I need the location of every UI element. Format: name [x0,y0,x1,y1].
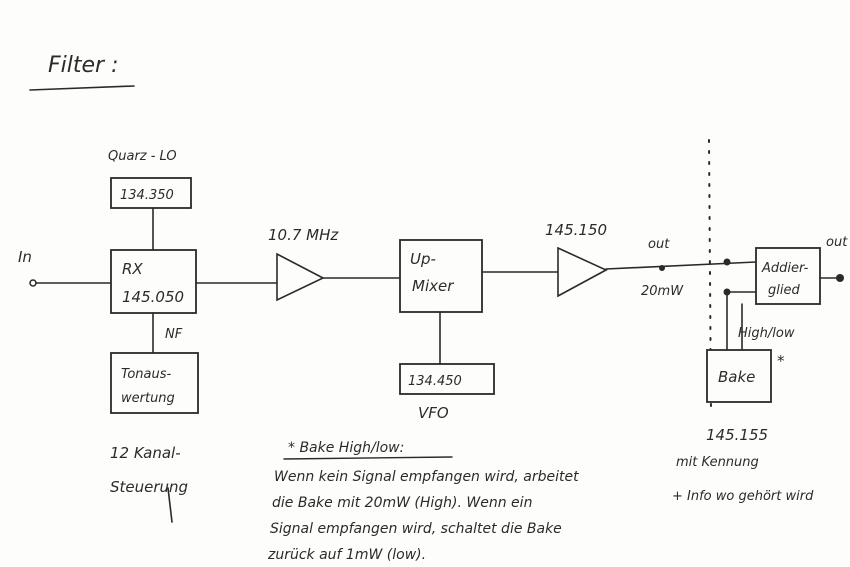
vfo-block [399,363,495,395]
final-out-label: out [826,235,848,250]
rx-label: RX [122,260,143,278]
tone-label-line1: Tonaus- [121,367,172,382]
adder-label-line2: glied [768,283,800,298]
tone-block [110,352,199,414]
adder-block [755,247,821,305]
footnote-heading: * Bake High/low: [288,440,404,456]
adder-input-node-1 [723,258,731,266]
rx-freq-label: 145.050 [122,288,184,306]
vfo-label: VFO [418,404,449,422]
input-label: In [18,248,32,266]
footnote-line-3: Signal empfangen wird, schaltet die Bake [270,521,562,537]
if-freq-label: 10.7 MHz [268,226,339,244]
footnote-line-2: die Bake mit 20mW (High). Wenn ein [272,495,532,511]
rx-block [110,249,197,314]
input-terminal [29,279,37,287]
bake-star-label: * [777,352,785,370]
final-output-node [836,274,844,282]
bake-note-line2: + Info wo gehört wird [672,489,814,504]
title-underline [29,85,135,91]
control-label-line1: 12 Kanal- [110,444,181,462]
if-amplifier [276,252,325,302]
vfo-freq-label: 134.450 [408,374,462,389]
separator-dotted-line [708,139,712,411]
control-stroke [167,487,173,523]
footnote-line-4: zurück auf 1mW (low). [267,547,426,563]
bake-note-line1: mit Kennung [676,455,759,470]
footnote-underline [283,456,453,460]
adder-label-line1: Addier- [761,261,809,276]
output-amplifier [557,246,608,298]
lo-freq-label: 134.350 [120,188,174,203]
highlow-label: High/low [738,326,795,341]
footnote-line-1: Wenn kein Signal empfangen wird, arbeite… [274,469,579,485]
out-label: out [648,237,670,252]
out-freq-label: 145.150 [545,221,607,239]
mixer-label-line1: Up- [410,250,436,268]
diagram-title: Filter : [48,53,119,78]
bake-label: Bake [718,368,755,386]
mixer-block [399,239,483,313]
bake-freq-label: 145.155 [706,426,768,444]
power-label: 20mW [641,284,684,299]
control-label-line2: Steuerung [110,478,188,496]
bake-block [706,349,772,403]
quarz-lo-label: Quarz - LO [108,149,177,164]
wire-amp2-adder [605,261,757,270]
lo-block [110,177,192,209]
nf-label: NF [165,327,183,342]
tone-label-line2: wertung [121,391,175,406]
mixer-label-line2: Mixer [412,277,454,295]
output-node [659,265,665,271]
